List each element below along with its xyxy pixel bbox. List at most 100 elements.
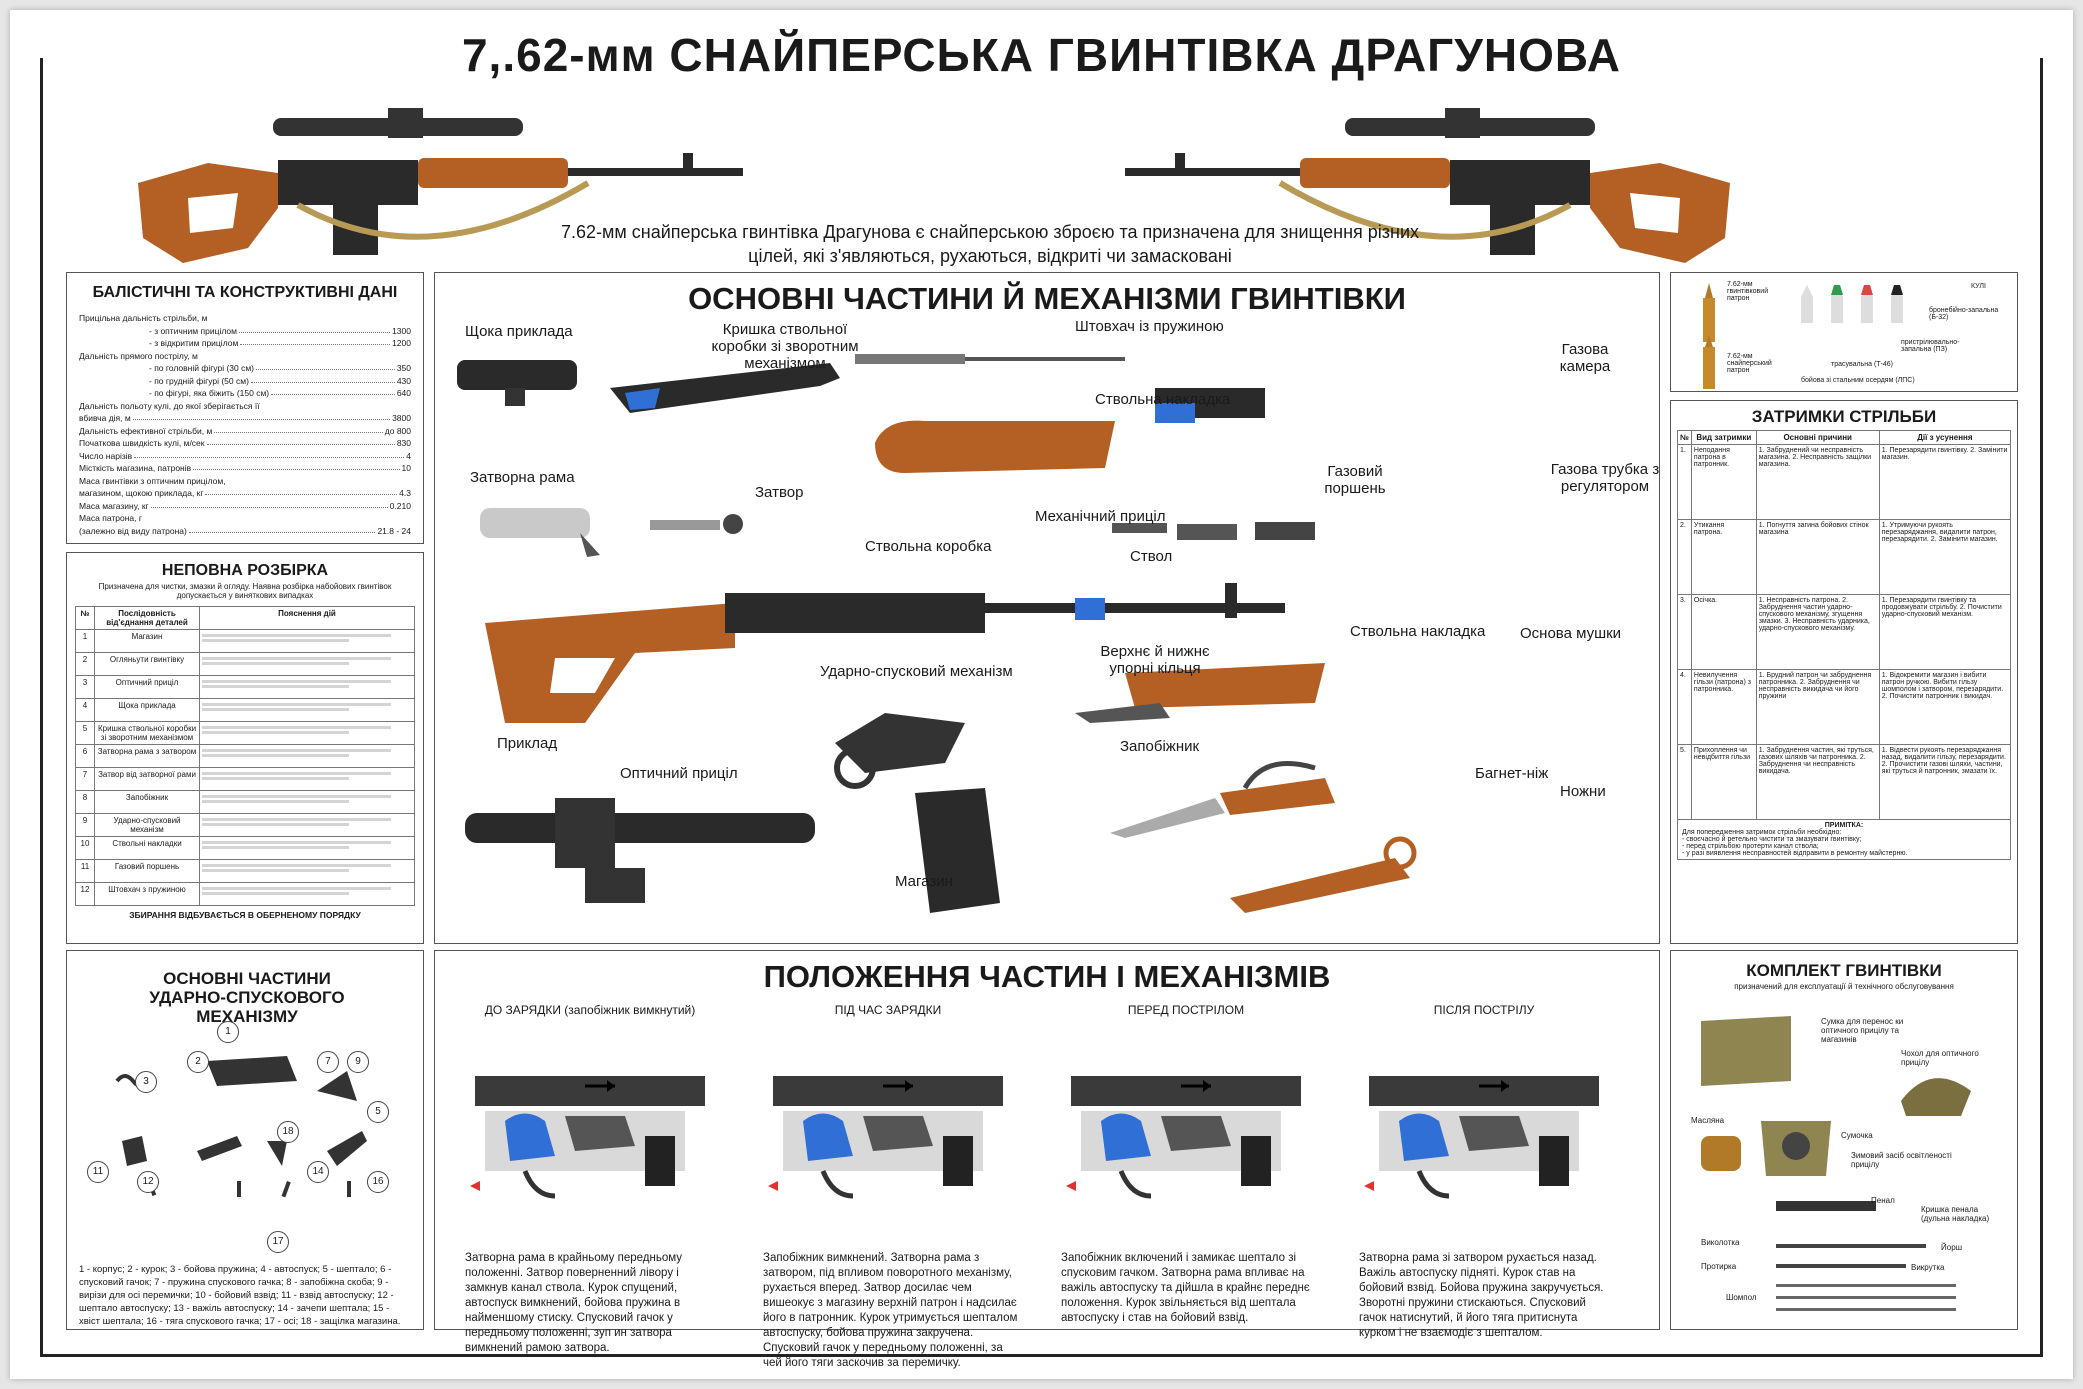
ballistic-key: - з оптичним прицілом (149, 325, 237, 336)
disassembly-subtitle: Призначена для чистки, змазки й огляду. … (98, 582, 392, 600)
leader-dots (240, 338, 391, 345)
disassembly-step: Штовхач з пружиною (94, 882, 200, 906)
part-number-marker: 3 (135, 1071, 157, 1093)
disassembly-step: Затворна рама з затвором (94, 744, 200, 768)
trigger-parts-exploded (115, 1056, 367, 1198)
delays-row: 1.Неподання патрона в патронник.1. Забру… (1677, 444, 2012, 520)
delays-note-title: ПРИМІТКА: (1824, 822, 1864, 829)
leader-dots (250, 376, 395, 383)
ballistic-row: Маса патрона, г (79, 513, 411, 523)
delays-col: Дії з усунення (1878, 430, 2012, 445)
kit-label-bag: Сумка для перенос ки оптичного прицілу т… (1821, 1017, 1904, 1044)
leader-dots (188, 526, 376, 533)
label-receiver: Ствольна коробка (865, 538, 992, 555)
kit-cover-illustration (1901, 1078, 1971, 1116)
ballistic-key: Початкова швидкість кулі, м/сек (79, 438, 205, 448)
disassembly-explanation (199, 882, 415, 906)
kit-bag-illustration (1701, 1016, 1791, 1086)
poster-frame (40, 58, 2043, 1357)
disassembly-title: НЕПОВНА РОЗБІРКА (161, 562, 329, 579)
position-description: Затворна рама в крайньому передньому пол… (465, 1252, 683, 1354)
label-trigger: Ударно-спусковий механізм (820, 663, 1013, 680)
ballistic-row: - по фігурі, яка біжить (150 см)640 (79, 388, 411, 398)
ballistic-value: 10 (401, 463, 411, 473)
kit-label-oiler: Масляна (1691, 1116, 1725, 1125)
label-front-sight: Основа мушки (1520, 625, 1622, 642)
ammo-label-lps: бойова зі стальним осердям (ЛПС) (1801, 377, 1915, 384)
disassembly-step: Запобіжник (94, 790, 200, 814)
ballistic-key: - по головній фігурі (30 см) (149, 363, 255, 373)
disassembly-number: 10 (75, 836, 95, 860)
label-stock: Приклад (497, 735, 558, 752)
label-barrel: Ствол (1130, 548, 1173, 565)
receiver-cover (610, 363, 840, 413)
disassembly-explanation (199, 813, 415, 837)
delays-cell: 1. Забруднення частин, які труться, газо… (1755, 744, 1880, 820)
cheek-piece (457, 360, 577, 406)
gas-chamber (1155, 388, 1265, 423)
disassembly-step: Щока приклада (94, 698, 200, 722)
ballistic-key: - з відкритим прицілом (149, 338, 239, 348)
leader-dots (271, 388, 395, 395)
bayonet (1110, 761, 1335, 838)
label-scope: Оптичний приціл (620, 765, 738, 782)
delays-title: ЗАТРИМКИ СТРІЛЬБИ (1751, 407, 1937, 426)
pusher-spring (855, 354, 1125, 364)
ballistic-row: Маса гвинтівки з оптичним прицілом, (79, 476, 411, 486)
kit-label-brush: Йорш (1941, 1243, 1963, 1252)
page-title: 7,.62-мм СНАЙПЕРСЬКА ГВИНТІВКА ДРАГУНОВА (461, 29, 1622, 81)
delays-cell: 1. Відокремити магазин і вибити патрон р… (1878, 669, 2012, 745)
cartridge-rifle (1703, 283, 1715, 342)
ammo-label-sniper: 7.62-мм снайперський патрон (1727, 353, 1772, 374)
delays-row: 3.Осічка.1. Несправність патрона. 2. Заб… (1677, 594, 2012, 670)
leader-dots (205, 488, 398, 495)
receiver-barrel (485, 583, 1285, 723)
ballistic-row: Дальність прямого пострілу, м (79, 351, 411, 361)
ballistic-value: 0.210 (389, 500, 411, 511)
trigger-section-title: ОСНОВНІ ЧАСТИНИ УДАРНО-СПУСКОВОГО МЕХАНІ… (149, 969, 345, 1026)
ballistic-key: Число нарізів (79, 450, 133, 461)
leader-dots (132, 413, 391, 420)
position-heading: ДО ЗАРЯДКИ (запобіжник вимкнутий) (484, 1003, 696, 1017)
part-number-marker: 18 (277, 1121, 299, 1143)
delays-cell: Прихоплення чи невідбиття гільзи (1690, 744, 1757, 820)
label-handguard-top: Ствольна накладка (1095, 391, 1231, 408)
label-gas-piston: Газовий поршень (1324, 463, 1386, 497)
position-description: Затворна рама зі затвором рухається наза… (1359, 1252, 1604, 1339)
disassembly-footer: ЗБИРАННЯ ВІДБУВАЄТЬСЯ В ОБЕРНЕНОМУ ПОРЯД… (129, 910, 361, 920)
delays-cell: 3. (1677, 594, 1692, 670)
disassembly-step: Магазин (94, 629, 200, 653)
ammo-label-tracer: трасувальна (Т-46) (1831, 361, 1894, 368)
ammo-label-ap: бронебійно-запальна (Б-32) (1929, 307, 1999, 321)
poster: 7,.62-мм СНАЙПЕРСЬКА ГВИНТІВКА ДРАГУНОВА… (10, 10, 2073, 1379)
ballistic-row: Прицільна дальність стрільби, м (79, 313, 411, 323)
handguard-bottom (1125, 663, 1325, 708)
label-gas-chamber: Газова камера (1559, 341, 1611, 375)
kit-label-winter: Зимовий засіб освітленості прицілу (1851, 1151, 1952, 1169)
delays-col: № (1677, 430, 1692, 445)
disassembly-explanation (199, 698, 415, 722)
trigger-mechanism (834, 713, 965, 789)
ballistic-value: до 800 (384, 425, 411, 436)
ballistic-row: - по грудній фігурі (50 см)430 (79, 376, 411, 386)
ammo-label-sighting: пристрілювально-запальна (ПЗ) (1901, 339, 1960, 353)
position-heading: ПІСЛЯ ПОСТРІЛУ (1433, 1003, 1535, 1017)
delays-cell: Утикання патрона. (1690, 519, 1757, 595)
gas-piston (1112, 523, 1167, 533)
kit-label-lid: Кришка пенала (дульна накладка) (1921, 1205, 1990, 1223)
leader-dots (206, 438, 395, 445)
position-diagram (1364, 1076, 1599, 1199)
label-rear-sight: Механічний приціл (1035, 508, 1166, 525)
kit-label-punch: Виколотка (1701, 1238, 1740, 1247)
label-bolt-carrier: Затворна рама (470, 469, 575, 486)
leader-dots (214, 426, 383, 433)
col-explanation: Пояснення дій (199, 606, 415, 630)
